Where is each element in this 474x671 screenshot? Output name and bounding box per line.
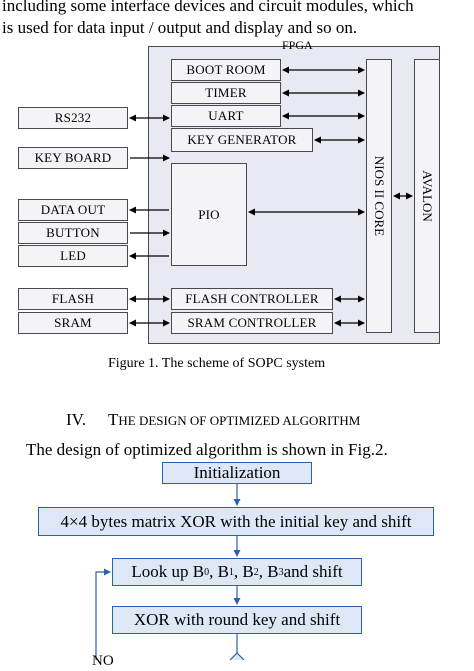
- lookup-prefix: Look up B: [131, 562, 205, 581]
- body-text: The design of optimized algorithm is sho…: [26, 440, 388, 459]
- lookup-sub-0: 0: [204, 566, 210, 578]
- fpga-label: FPGA: [282, 38, 313, 52]
- flow-initialization: Initialization: [162, 462, 312, 484]
- uart-block: UART: [171, 105, 281, 127]
- section-number: IV.: [66, 410, 86, 429]
- loop-label-no: NO: [92, 653, 114, 669]
- section-title-rest: HE DESIGN OF OPTIMIZED ALGORITHM: [118, 413, 361, 428]
- keyboard-block: KEY BOARD: [18, 147, 128, 169]
- sram-block: SRAM: [18, 312, 128, 334]
- flow-xor-round-key: XOR with round key and shift: [112, 606, 362, 634]
- lookup-sub-3: 3: [278, 566, 284, 578]
- data-out-block: DATA OUT: [18, 199, 128, 221]
- pio-block: PIO: [171, 163, 247, 266]
- intro-line-2: is used for data input / output and disp…: [2, 18, 358, 37]
- loop-back-arrow: [95, 568, 111, 660]
- avalon-bus-block: AVALON: [414, 59, 440, 333]
- lookup-suffix: and shift: [283, 562, 343, 581]
- lookup-sep-2: , B: [233, 562, 254, 581]
- flash-controller-block: FLASH CONTROLLER: [171, 288, 333, 310]
- intro-line-1: including some interface devices and cir…: [2, 0, 414, 15]
- decision-diamond-top: [229, 652, 245, 660]
- flash-block: FLASH: [18, 288, 128, 310]
- flow-matrix-xor: 4×4 bytes matrix XOR with the initial ke…: [38, 507, 434, 536]
- lookup-sep-1: , B: [209, 562, 229, 581]
- sram-controller-block: SRAM CONTROLLER: [171, 312, 333, 334]
- key-generator-block: KEY GENERATOR: [171, 128, 313, 152]
- section-heading: IV. THE DESIGN OF OPTIMIZED ALGORITHM: [66, 410, 360, 431]
- figure-1-caption: Figure 1. The scheme of SOPC system: [108, 356, 326, 371]
- nios-ii-core-block: NIOS II CORE: [366, 59, 392, 333]
- lookup-sep-3: , B: [258, 562, 279, 581]
- rs232-block: RS232: [18, 107, 128, 129]
- timer-block: TIMER: [171, 82, 281, 104]
- lookup-sub-2: 2: [253, 566, 259, 578]
- button-block: BUTTON: [18, 222, 128, 244]
- lookup-sub-1: 1: [228, 566, 234, 578]
- boot-room-block: BOOT ROOM: [171, 59, 281, 81]
- led-block: LED: [18, 245, 128, 267]
- section-initial: T: [108, 410, 119, 429]
